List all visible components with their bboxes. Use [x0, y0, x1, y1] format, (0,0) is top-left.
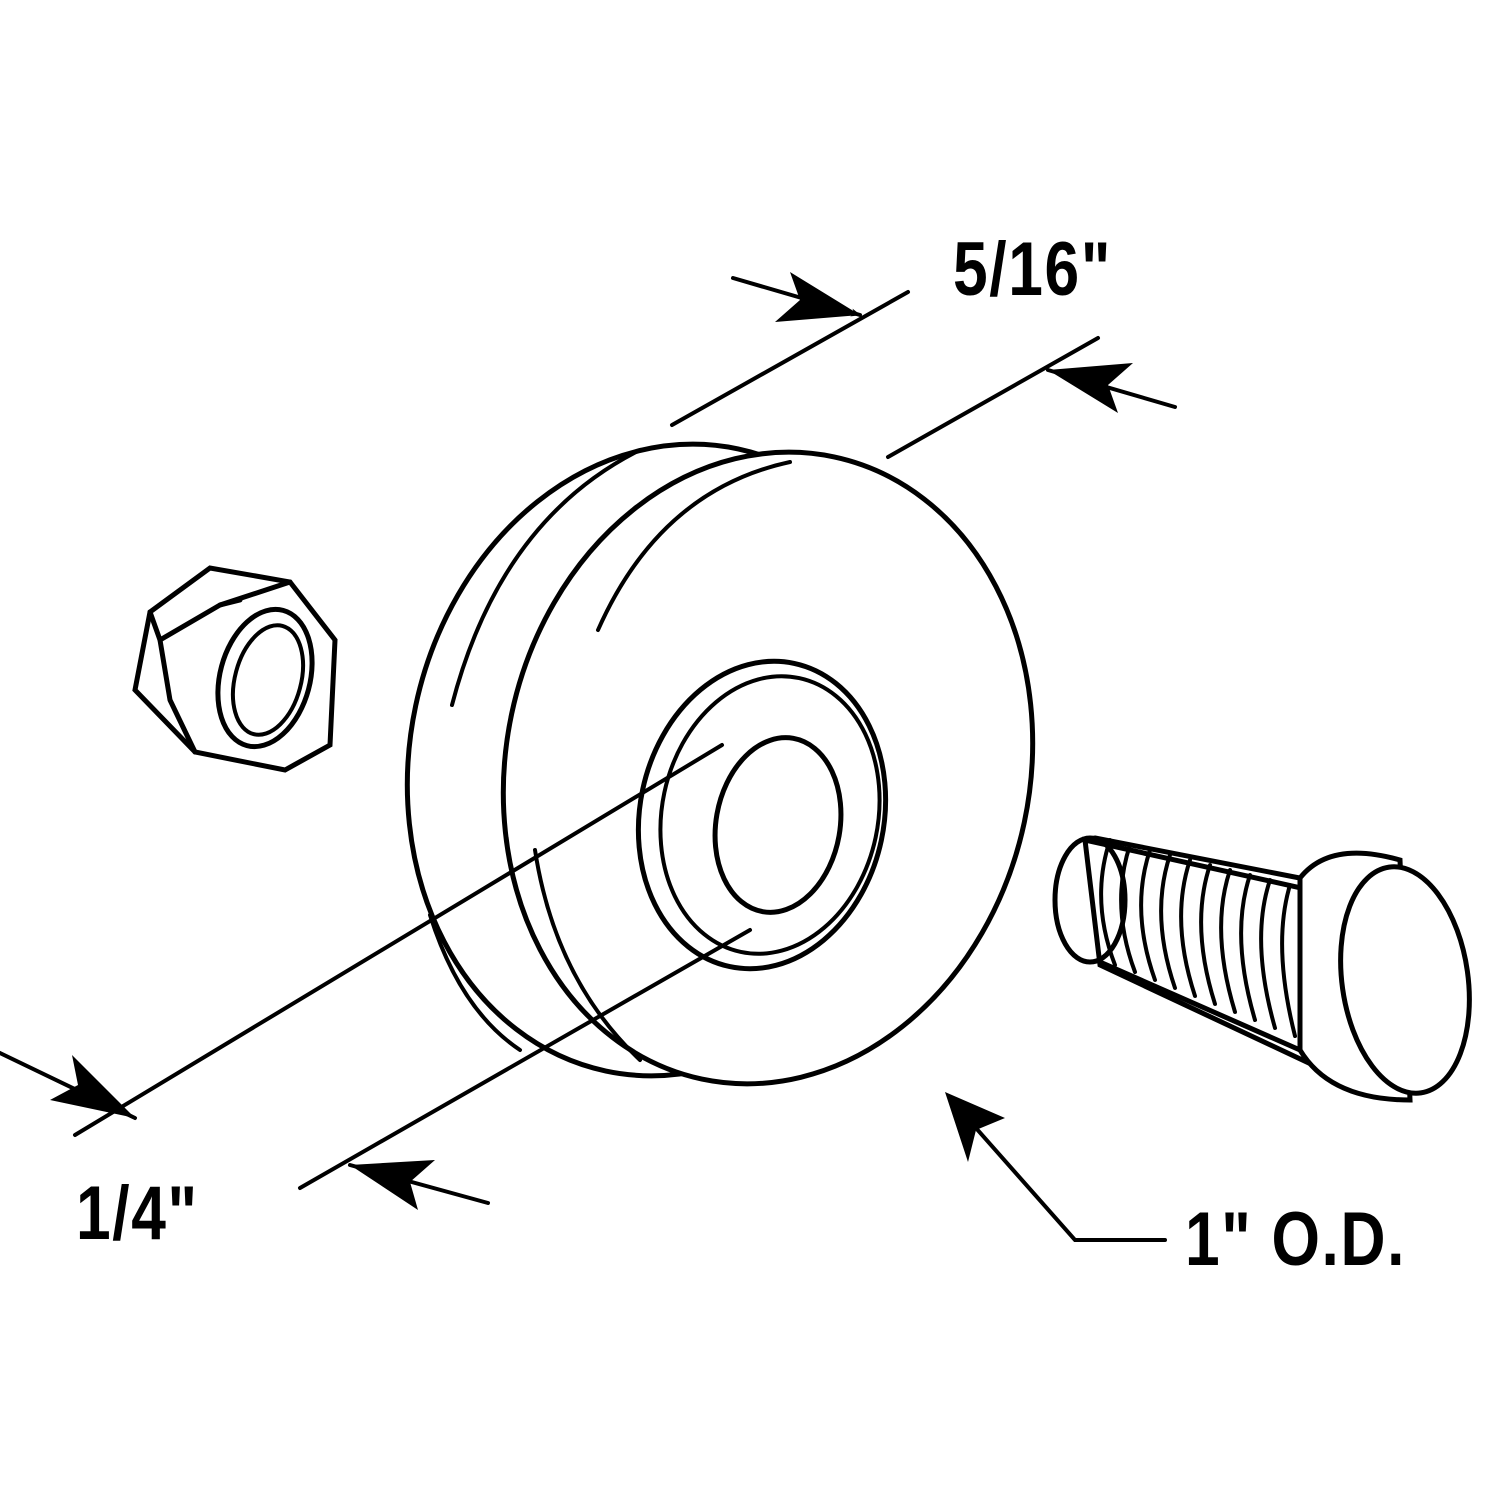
- dimension-bore: [0, 743, 752, 1210]
- bore-label: 1/4": [76, 1171, 199, 1256]
- roller-wheel: [404, 441, 1036, 1087]
- bolt: [1052, 835, 1472, 1103]
- dimension-width: [670, 272, 1177, 459]
- dimension-outer-diameter: [945, 1092, 1167, 1242]
- hex-nut: [132, 565, 338, 773]
- width-label: 5/16": [953, 227, 1113, 312]
- outer-diameter-label: 1" O.D.: [1185, 1197, 1407, 1282]
